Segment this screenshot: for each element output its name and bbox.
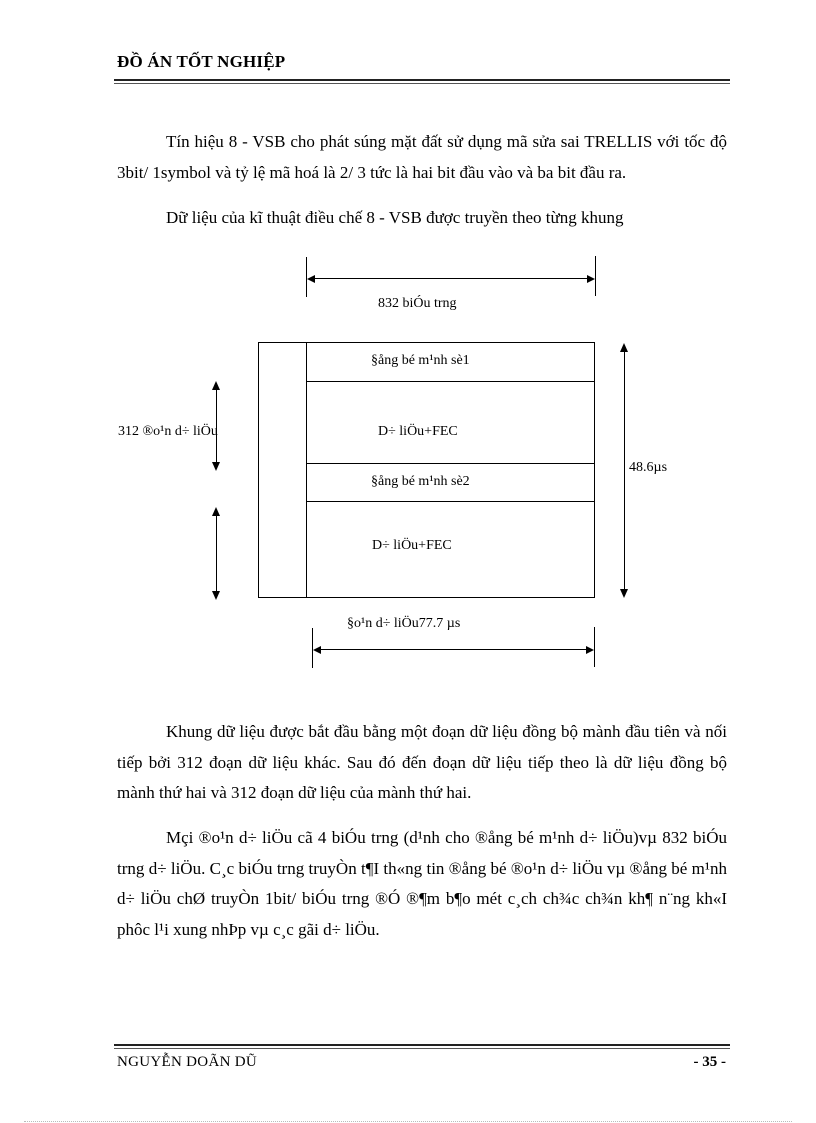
left-segments-label: 312 ®o¹n d÷ liÖu <box>118 424 218 439</box>
arrow-down-icon <box>620 589 628 598</box>
paragraph-frame-intro: Dữ liệu của kĩ thuật điều chế 8 - VSB đư… <box>166 208 624 227</box>
row-field-sync-2: §ång bé m¹nh sè2 <box>371 474 470 489</box>
bottom-segment-duration-label: §o¹n d÷ liÖu77.7 µs <box>347 616 461 631</box>
row-data-fec-2: D÷ liÖu+FEC <box>372 538 452 553</box>
arrow-right-icon <box>587 275 595 283</box>
row-data-fec-1: D÷ liÖu+FEC <box>378 424 458 439</box>
row-separator <box>306 463 595 464</box>
arrow-up-icon <box>620 343 628 352</box>
arrow-down-icon <box>212 591 220 600</box>
row-separator <box>306 501 595 502</box>
top-width-arrow-line <box>312 278 589 279</box>
paragraph-frame-structure: Khung dữ liệu được bắt đầu bằng một đoạn… <box>117 722 727 802</box>
document-header-title: ĐỒ ÁN TỐT NGHIỆP <box>117 52 286 71</box>
arrow-left-icon <box>313 646 321 654</box>
bottom-extent-tick-left <box>312 628 313 668</box>
arrow-right-icon <box>586 646 594 654</box>
top-extent-tick-left <box>306 257 307 297</box>
page-bottom-dotted-border <box>24 1121 792 1122</box>
right-arrow-line <box>624 348 625 594</box>
row-separator <box>306 381 595 382</box>
left-arrow-line-1 <box>216 386 217 466</box>
bottom-extent-tick-right <box>594 627 595 667</box>
paragraph-trellis: Tín hiệu 8 - VSB cho phát súng mặt đất s… <box>117 132 727 182</box>
paragraph-segment-symbols: Mçi ®o¹n d÷ liÖu cã 4 biÓu tr­ng (d¹nh c… <box>117 828 727 939</box>
arrow-up-icon <box>212 507 220 516</box>
row-field-sync-1: §ång bé m¹nh sè1 <box>371 353 470 368</box>
left-arrow-line-2 <box>216 512 217 596</box>
bottom-width-arrow-line <box>318 649 588 650</box>
top-width-label: 832 biÓu tr­ng <box>378 296 457 311</box>
arrow-left-icon <box>307 275 315 283</box>
header-divider <box>114 79 730 84</box>
arrow-up-icon <box>212 381 220 390</box>
frame-box <box>258 342 595 598</box>
top-extent-tick-right <box>595 256 596 296</box>
footer-divider <box>114 1044 730 1049</box>
arrow-down-icon <box>212 462 220 471</box>
right-duration-label: 48.6µs <box>629 460 668 475</box>
footer-page-number: - 35 - <box>693 1054 727 1070</box>
footer-author: NGUYỄN DOÃN DŨ <box>117 1054 258 1070</box>
frame-segment-sync-column <box>306 342 307 598</box>
